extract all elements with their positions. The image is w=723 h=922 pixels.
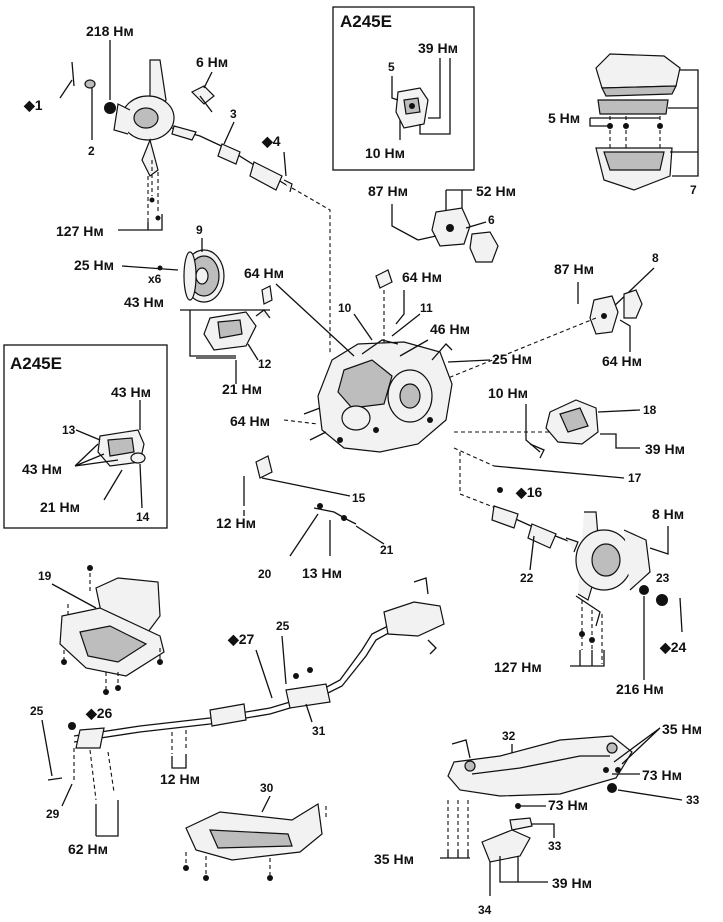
- engine-rear-mount: [203, 285, 273, 351]
- label-21nm: 21 Нм: [222, 381, 262, 397]
- label-33-b: 33: [548, 839, 562, 853]
- label-8nm: 8 Нм: [652, 506, 684, 522]
- label-218nm: 218 Нм: [86, 23, 134, 39]
- inset-left-label-13: 13: [62, 423, 76, 437]
- inset-top-title: A245E: [340, 12, 392, 31]
- label-43nm: 43 Нм: [124, 294, 164, 310]
- rear-mount-icon: [97, 429, 146, 467]
- label-11: 11: [420, 301, 433, 315]
- inset-left-label-21: 21 Нм: [40, 499, 80, 515]
- label-2: 2: [88, 144, 95, 158]
- label-46nm: 46 Нм: [430, 321, 470, 337]
- label-87nm-a: 87 Нм: [368, 183, 408, 199]
- label-6: 6: [488, 213, 495, 227]
- bracket-34: [481, 829, 531, 863]
- label-12: 12: [258, 357, 272, 371]
- air-cleaner-assembly: [595, 53, 681, 191]
- label-64nm-d: 64 Нм: [602, 353, 642, 369]
- label-17: 17: [628, 471, 642, 485]
- label-73nm-a: 73 Нм: [642, 767, 682, 783]
- right-driveshaft: [491, 505, 579, 553]
- engine-mount-8: [589, 289, 643, 335]
- label-52nm: 52 Нм: [476, 183, 516, 199]
- label-9: 9: [196, 223, 203, 237]
- label-6nm: 6 Нм: [196, 54, 228, 70]
- suspension-member-32: [447, 735, 633, 797]
- label-25nm-a: 25 Нм: [74, 257, 114, 273]
- label-3: 3: [230, 107, 237, 121]
- label-22: 22: [520, 571, 534, 585]
- right-hub-assembly: [575, 511, 651, 627]
- label-35nm-a: 35 Нм: [662, 721, 702, 737]
- label-62nm: 62 Нм: [68, 841, 108, 857]
- label-25-a: 25: [30, 704, 44, 718]
- shift-cable-assembly: [313, 503, 357, 525]
- label-15: 15: [352, 491, 366, 505]
- inset-top-label-39: 39 Нм: [418, 40, 458, 56]
- label-64nm-c: 64 Нм: [230, 413, 270, 429]
- under-cover-30: [185, 803, 323, 861]
- label-64nm-a: 64 Нм: [244, 265, 284, 281]
- label-21: 21: [380, 543, 394, 557]
- label-73nm-b: 73 Нм: [548, 797, 588, 813]
- label-12nm-a: 12 Нм: [216, 515, 256, 531]
- label-18: 18: [643, 403, 657, 417]
- label-127nm-b: 127 Нм: [494, 659, 542, 675]
- inset-left-label-43b: 43 Нм: [22, 461, 62, 477]
- engine-mount-6: [417, 207, 499, 263]
- label-x6: x6: [148, 272, 162, 286]
- transmission-mount-18: [529, 399, 599, 459]
- left-driveshaft: [171, 125, 293, 193]
- left-hub-assembly: [71, 59, 175, 177]
- inset-left-label-14: 14: [136, 510, 150, 524]
- label-20: 20: [258, 567, 272, 581]
- label-27: ◆27: [227, 631, 255, 647]
- label-16: ◆16: [515, 484, 543, 500]
- inset-left-title: A245E: [10, 354, 62, 373]
- label-8: 8: [652, 251, 659, 265]
- label-31: 31: [312, 724, 326, 738]
- inset-top-a245e: A245E 39 Нм 5 10 Нм: [332, 6, 475, 171]
- label-23: 23: [656, 571, 670, 585]
- label-26: ◆26: [85, 705, 113, 721]
- label-33-a: 33: [686, 793, 700, 807]
- drive-plate: [183, 249, 225, 303]
- label-29: 29: [46, 807, 60, 821]
- label-25-b: 25: [276, 619, 290, 633]
- inset-top-label-10: 10 Нм: [365, 145, 405, 161]
- inset-left-a245e: A245E 43 Нм 13 43 Нм 21 Нм 14: [3, 344, 168, 529]
- label-39nm-a: 39 Нм: [645, 441, 685, 457]
- label-24: ◆24: [659, 639, 687, 655]
- label-1: ◆1: [23, 97, 43, 113]
- label-34: 34: [478, 903, 492, 917]
- label-12nm-b: 12 Нм: [160, 771, 200, 787]
- inset-top-label-5: 5: [388, 60, 395, 74]
- label-127nm-a: 127 Нм: [56, 223, 104, 239]
- label-35nm-b: 35 Нм: [374, 851, 414, 867]
- label-13nm: 13 Нм: [302, 565, 342, 581]
- label-10: 10: [338, 301, 352, 315]
- label-19: 19: [38, 569, 52, 583]
- harness-clip: [375, 269, 393, 289]
- exhaust-pipe: [73, 601, 445, 749]
- label-64nm-b: 64 Нм: [402, 269, 442, 285]
- engine-under-cover-19: [59, 577, 165, 677]
- mount-bracket-icon: [395, 87, 429, 129]
- label-32: 32: [502, 729, 516, 743]
- clip-bracket-icon: [190, 85, 215, 113]
- label-30: 30: [260, 781, 274, 795]
- label-4: ◆4: [261, 133, 281, 149]
- transaxle-body: [303, 339, 453, 453]
- label-5nm: 5 Нм: [548, 110, 580, 126]
- shift-lever-bracket: [243, 455, 273, 506]
- inset-left-label-43a: 43 Нм: [111, 384, 151, 400]
- label-10nm: 10 Нм: [488, 385, 528, 401]
- label-87nm-b: 87 Нм: [554, 261, 594, 277]
- label-7: 7: [690, 183, 697, 197]
- label-39nm-b: 39 Нм: [552, 875, 592, 891]
- label-216nm: 216 Нм: [616, 681, 664, 697]
- label-25nm-b: 25 Нм: [492, 351, 532, 367]
